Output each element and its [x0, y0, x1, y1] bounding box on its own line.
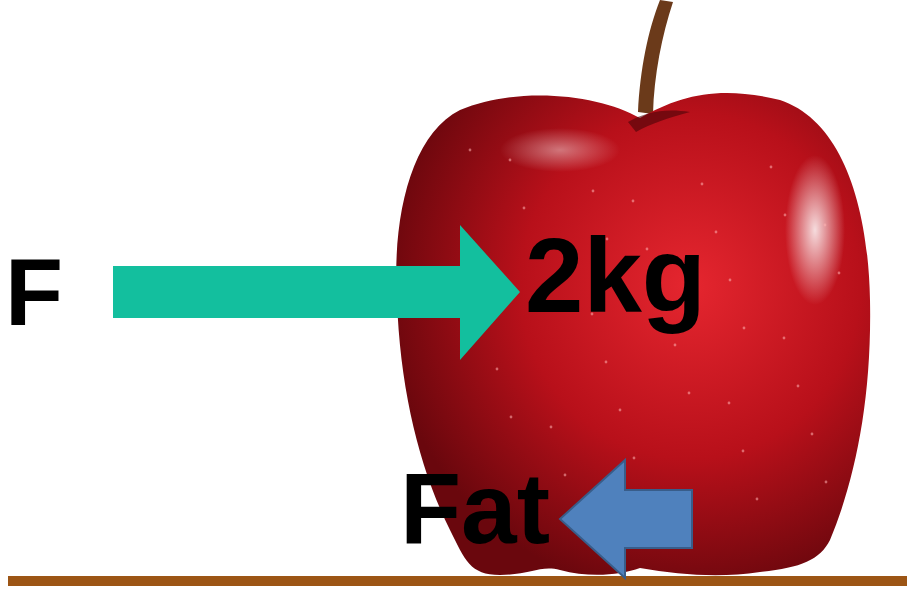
- apple-highlight: [500, 128, 620, 172]
- apple-speck: [784, 214, 787, 217]
- apple-speck: [592, 190, 595, 193]
- force-label: F: [5, 245, 105, 340]
- apple-highlight: [785, 155, 845, 305]
- apple-speck: [632, 200, 635, 203]
- apple-speck: [783, 337, 786, 340]
- apple-speck: [469, 149, 472, 152]
- applied-force-arrow: [113, 225, 520, 360]
- apple-speck: [564, 474, 567, 477]
- apple-speck: [550, 426, 553, 429]
- apple-speck: [688, 392, 691, 395]
- apple-speck: [825, 481, 828, 484]
- apple-speck: [742, 450, 745, 453]
- apple-speck: [605, 361, 608, 364]
- mass-label: 2kg: [525, 223, 706, 328]
- apple-dimple: [628, 110, 690, 132]
- apple-speck: [701, 183, 704, 186]
- apple-stem: [638, 0, 673, 114]
- apple-speck: [797, 385, 800, 388]
- apple-speck: [482, 320, 485, 323]
- apple-speck: [838, 272, 841, 275]
- apple-speck: [647, 505, 650, 508]
- apple-speck: [728, 402, 731, 405]
- apple-speck: [715, 231, 718, 234]
- apple-speck: [824, 224, 827, 227]
- apple-speck: [811, 433, 814, 436]
- apple-speck: [619, 409, 622, 412]
- apple-speck: [509, 159, 512, 162]
- apple-speck: [496, 368, 499, 371]
- apple-speck: [633, 457, 636, 460]
- apple-speck: [523, 207, 526, 210]
- apple-speck: [510, 416, 513, 419]
- force-label: Fat: [250, 458, 550, 558]
- apple-speck: [743, 327, 746, 330]
- ground-line: [8, 576, 907, 586]
- apple-speck: [578, 522, 581, 525]
- apple-speck: [770, 166, 773, 169]
- apple-speck: [729, 279, 732, 282]
- friction-force-arrow: [560, 460, 692, 578]
- apple-speck: [674, 344, 677, 347]
- apple-speck: [756, 498, 759, 501]
- apple-speck: [687, 515, 690, 518]
